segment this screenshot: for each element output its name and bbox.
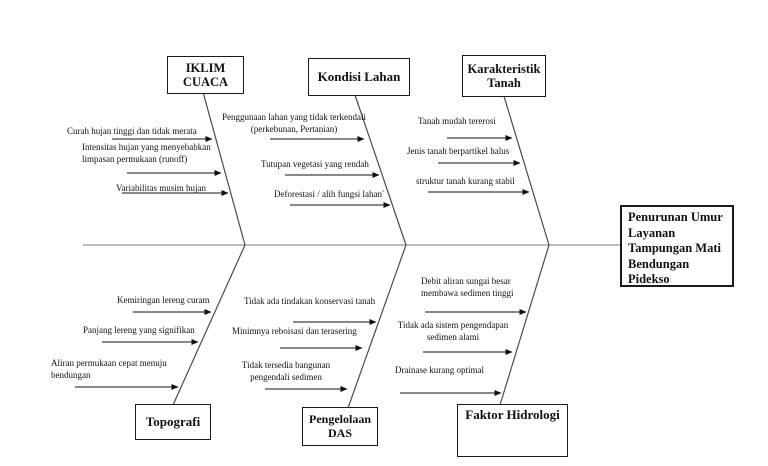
- cause-jenis-tanah: Jenis tanah berpartikel halus: [407, 146, 510, 156]
- cause-intensitas-hujan: Intensitas hujan yang menyebabkan limpas…: [82, 142, 211, 164]
- category-box-kondisi-lahan: Kondisi Lahan: [308, 58, 410, 96]
- bone-topografi: [172, 244, 246, 406]
- cause-aliran-permukaan: Aliran permukaan cepat menuju bendungan: [51, 358, 167, 380]
- category-box-karakteristik-tanah: Karakteristik Tanah: [462, 55, 546, 97]
- cause-penggunaan-lahan: Penggunaan lahan yang tidak terkendali (…: [222, 112, 366, 134]
- cause-panjang-lereng: Panjang lereng yang signifikan: [83, 325, 195, 335]
- cause-deforestasi: Deforestasi / alih fungsi lahan`: [274, 189, 385, 199]
- bone-faktor-hidrologi: [499, 244, 550, 406]
- category-box-iklim-cuaca: IKLIM CUACA: [167, 56, 244, 94]
- cause-tindakan-konservasi: Tidak ada tindakan konservasi tanah: [244, 296, 376, 306]
- cause-variabilitas-musim: Variabilitas musim hujan: [116, 183, 206, 193]
- cause-sistem-pengendapan: Tidak ada sistem pengendapan sedimen ala…: [397, 320, 509, 342]
- bone-kondisi-lahan: [354, 94, 407, 246]
- category-box-faktor-hidrologi: Faktor Hidrologi: [457, 404, 568, 457]
- bone-pengelolaan-das: [347, 244, 407, 409]
- bone-iklim-cuaca: [202, 91, 246, 246]
- effect-box: Penurunan Umur Layanan Tampungan Mati Be…: [620, 205, 734, 287]
- cause-tutupan-vegetasi: Tutupan vegetasi yang rendah: [261, 159, 369, 169]
- cause-kemiringan-lereng: Kemiringan lereng curam: [117, 295, 210, 305]
- cause-struktur-tanah: struktur tanah kurang stabil: [416, 176, 515, 186]
- category-box-topografi: Topografi: [135, 404, 211, 440]
- cause-minimnya-reboisasi: Minimnya reboisasi dan terasering: [232, 326, 357, 336]
- cause-drainase: Drainase kurang optimal: [395, 365, 484, 375]
- cause-curah-hujan: Curah hujan tinggi dan tidak merata: [67, 126, 197, 136]
- cause-tanah-mudah-tererosi: Tanah mudah tererosi: [418, 116, 496, 126]
- cause-tidak-tersedia-bangunan: Tidak tersedia bangunan pengendali sedim…: [241, 360, 331, 382]
- bone-karakteristik-tanah: [502, 92, 550, 246]
- cause-debit-aliran: Debit aliran sungai besar membawa sedime…: [421, 276, 514, 298]
- category-box-pengelolaan-das: Pengelolaan DAS: [302, 407, 378, 446]
